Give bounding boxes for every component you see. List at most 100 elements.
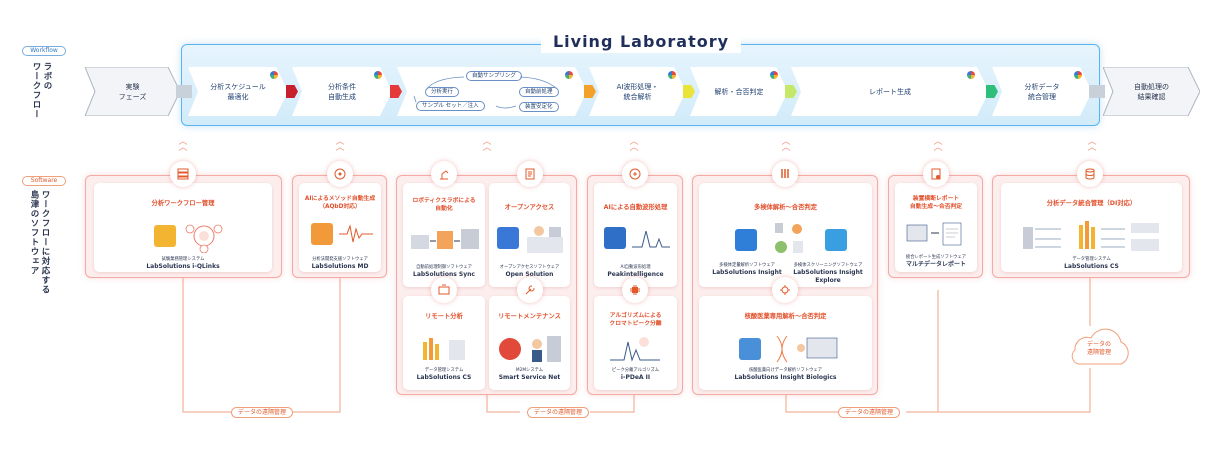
app-logo-icon <box>770 71 778 79</box>
cloud-label: データの 遠隔管理 <box>1086 341 1111 356</box>
insight-logo-icon <box>735 229 757 251</box>
up-caret-icon: ︿︿ <box>178 137 188 153</box>
software-box-report: 装置横断レポート 自動生成〜合否判定 統合レポート生成ソフトウェア マルチデータ… <box>888 175 983 278</box>
separator <box>176 85 192 98</box>
workflow-step-ai-processing: AI波形処理・ 統合解析 <box>589 67 686 116</box>
workflow-step-schedule: 分析スケジュール 最適化 <box>188 67 288 116</box>
product-label: 統合レポート生成ソフトウェア マルチデータレポート <box>905 255 967 268</box>
up-caret-icon: ︿︿ <box>629 137 639 153</box>
peakintelligence-logo-icon <box>604 227 626 249</box>
icon-badge <box>517 277 543 303</box>
up-caret-icon: ︿︿ <box>482 137 492 153</box>
samples-picture <box>775 223 803 253</box>
box-caption: 装置横断レポート 自動生成〜合否判定 <box>909 196 963 210</box>
dna-picture <box>776 335 838 363</box>
box-caption: 分析ワークフロー管理 <box>151 200 215 207</box>
software-box-ai-method: AIによるメソッド自動生成 （AQbD対応） 分析法開発支援ソフトウェア Lab… <box>292 175 387 278</box>
remote-data-label: データの遠隔管理 <box>838 407 901 418</box>
product-label: ピーク分離アルゴリズム i-PDeA II <box>611 368 660 381</box>
separator <box>785 85 797 98</box>
up-caret-icon: ︿︿ <box>1087 137 1097 153</box>
chip-icon <box>630 285 640 295</box>
icon-badge <box>1077 161 1103 187</box>
workflow-tag: Workflow <box>22 46 66 56</box>
app-logo-icon <box>1074 71 1082 79</box>
product-label: 試験業務管理システム LabSolutions i-QLinks <box>146 257 220 270</box>
chip-run: 分析実行 <box>425 87 460 97</box>
remote-data-label: データの遠隔管理 <box>527 407 590 418</box>
box-caption: ロボティクスラボによる 自動化 <box>412 198 476 212</box>
icon-badge <box>622 161 648 187</box>
icon-badge <box>431 161 457 187</box>
workflow-step-conditions: 分析条件 自動生成 <box>292 67 392 116</box>
sampling-cycle-arrows <box>413 76 557 109</box>
product-label: オープンアクセスソフトウェア Open Solution <box>499 265 560 278</box>
waveform-icon <box>339 224 373 243</box>
maintenance-picture <box>532 336 561 362</box>
ai-head-icon <box>334 168 346 180</box>
test-tubes-icon <box>781 169 789 178</box>
report-icon <box>931 168 941 180</box>
product-label: 自動前処理制御ソフトウェア LabSolutions Sync <box>413 265 475 278</box>
app-logo-icon <box>374 71 382 79</box>
molecule-icon <box>780 285 790 295</box>
separator <box>986 85 998 98</box>
box-caption: オープンアクセス <box>504 204 555 211</box>
icon-badge <box>517 161 543 187</box>
app-logo-icon <box>565 71 573 79</box>
separator <box>584 85 596 98</box>
up-caret-icon: ︿︿ <box>781 137 791 153</box>
peak-separation-icon <box>610 337 660 362</box>
workflow-step-analysis: 解析・合否判定 <box>690 67 788 116</box>
open-solution-logo-icon <box>497 227 519 249</box>
robot-arm-icon <box>440 170 449 180</box>
box-caption: 分析データ統合管理（DI対応） <box>1046 200 1137 207</box>
i-qlinks-logo-icon <box>154 225 176 247</box>
icon-badge <box>772 161 798 187</box>
database-icon <box>1085 168 1095 180</box>
separator <box>286 85 298 98</box>
md-logo-icon <box>311 223 333 245</box>
icon-badge <box>431 277 457 303</box>
product-label: M2Mシステム Smart Service Net <box>498 368 561 381</box>
workflow-side-label: ラボの ワークフロー <box>31 62 52 119</box>
remote-data-label: データの遠隔管理 <box>231 407 294 418</box>
icon-badge <box>772 277 798 303</box>
server-list-icon <box>177 168 189 180</box>
software-side-label: ワークフローに対応する 島津のソフトウェア <box>29 190 50 295</box>
insight-explore-logo-icon <box>825 229 847 251</box>
product-label: 多検体定量解析ソフトウェア LabSolutions Insight <box>712 263 782 276</box>
page-title: Living Laboratory <box>541 31 741 53</box>
ai-brain-icon <box>629 168 641 180</box>
software-box-peak: AIによる自動波形処理 AI自動波形処理 Peakintelligence アル… <box>587 175 683 395</box>
separator <box>1089 85 1105 98</box>
data-network-picture <box>1023 221 1159 251</box>
wrench-icon <box>525 285 535 295</box>
separator <box>390 85 402 98</box>
box-caption: リモートメンテナンス <box>498 313 561 320</box>
remote-lab-icon <box>438 284 450 295</box>
box-caption: アルゴリズムによる クロマトピーク分離 <box>609 313 662 327</box>
app-logo-icon <box>270 71 278 79</box>
app-logo-icon <box>967 71 975 79</box>
chip-stabilize: 装置安定化 <box>519 102 559 112</box>
up-caret-icon: ︿︿ <box>335 137 345 153</box>
icon-badge <box>170 161 196 187</box>
product-label: 多検体スクリーニングソフトウェア LabSolutions Insight Ex… <box>793 263 863 284</box>
up-caret-icon: ︿︿ <box>933 137 943 153</box>
separator <box>683 85 695 98</box>
smart-service-logo-icon <box>499 338 521 360</box>
software-tag: Software <box>22 176 66 186</box>
chip-pretreatment: 自動前処理 <box>519 87 559 97</box>
software-box-automation: ロボティクスラボによる 自動化 自動前処理制御ソフトウェア LabSolutio… <box>396 175 577 395</box>
robot-lab-picture <box>411 229 479 249</box>
software-box-data-mgmt: 分析データ統合管理（DI対応） データ管理システム LabSolutions C… <box>992 175 1190 278</box>
chip-auto-sampling: 自動サンプリング <box>466 71 522 81</box>
box-caption: 多検体解析〜合否判定 <box>754 204 817 211</box>
workflow-step-report: レポート生成 <box>791 67 989 116</box>
product-label: 分析法開発支援ソフトウェア LabSolutions MD <box>311 257 369 270</box>
icon-badge <box>622 277 648 303</box>
product-label: AI自動波形処理 Peakintelligence <box>607 265 664 278</box>
app-logo-icon <box>668 71 676 79</box>
